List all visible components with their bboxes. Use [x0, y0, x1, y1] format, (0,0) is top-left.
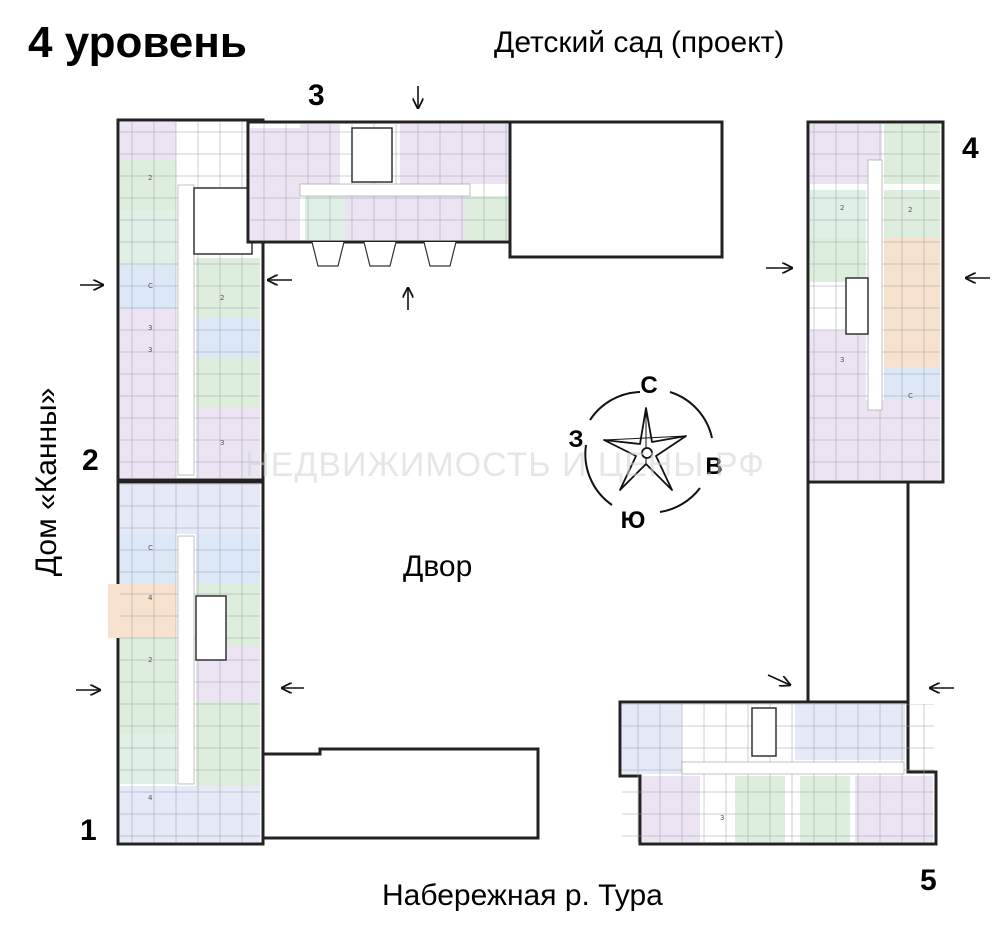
- block-left: [108, 118, 540, 846]
- unit-type-tag: С: [148, 282, 153, 290]
- section-number-4: 4: [962, 132, 979, 165]
- corridor: [177, 184, 195, 476]
- neighbor-house-label: Дом «Канны»: [30, 388, 63, 577]
- compass-south: Ю: [621, 507, 646, 534]
- watermark: НЕДВИЖИМОСТЬ И ЦЕНЫ.РФ: [245, 446, 765, 484]
- unit-type-tag: 2: [908, 206, 912, 214]
- kindergarten-label: Детский сад (проект): [494, 26, 784, 59]
- level-title: 4 уровень: [28, 18, 247, 67]
- section-number-5: 5: [920, 864, 937, 897]
- unit-type-tag: 4: [148, 794, 153, 802]
- compass-ring: [584, 444, 613, 506]
- bay-window: [423, 241, 457, 267]
- unit-type-tag: 3: [720, 814, 724, 822]
- compass-center: [641, 447, 653, 459]
- compass-north: С: [640, 372, 657, 399]
- entrance-arrows: [76, 86, 990, 690]
- unit-type-tag: 3: [148, 346, 152, 354]
- stair-core: [351, 127, 393, 183]
- embankment-label: Набережная р. Тура: [382, 879, 663, 912]
- block-right: [806, 120, 945, 704]
- unit-type-tag: 2: [148, 656, 152, 664]
- stair-core: [751, 707, 777, 757]
- section-number-3: 3: [308, 79, 325, 112]
- section-number-1: 1: [80, 814, 97, 847]
- yard-label: Двор: [403, 550, 472, 583]
- corridor: [299, 183, 471, 197]
- unit-type-tag: 3: [148, 324, 152, 332]
- compass-ring: [669, 391, 713, 439]
- unit-type-tag: 2: [220, 294, 224, 302]
- corridor: [681, 761, 905, 775]
- stair-core: [195, 595, 227, 661]
- unit-type-tag: 3: [220, 439, 224, 447]
- block-bottom-right: [618, 700, 938, 846]
- unit-type-tag: С: [148, 544, 153, 552]
- unit-type-tag: 2: [840, 204, 844, 212]
- section-number-2: 2: [82, 444, 99, 477]
- annex-empty: [508, 120, 724, 259]
- corridor: [177, 535, 195, 785]
- unit-type-tag: С: [908, 392, 913, 400]
- stair-core: [845, 277, 869, 335]
- block-top: [246, 120, 724, 267]
- bay-window: [363, 241, 397, 267]
- unit-type-tag: 4: [148, 594, 153, 602]
- bay-window: [311, 241, 345, 267]
- compass-west: З: [568, 426, 583, 453]
- compass-ring: [659, 487, 701, 513]
- stair-core: [193, 187, 253, 255]
- unit-type-tag: 3: [840, 356, 844, 364]
- entrance-arrow-icon: [767, 674, 790, 685]
- compass: С З В Ю: [568, 372, 722, 534]
- corridor: [867, 159, 883, 411]
- unit-type-tag: 2: [148, 174, 152, 182]
- annex-empty: [261, 747, 540, 840]
- annex-empty: [806, 480, 910, 704]
- compass-east: В: [705, 453, 722, 480]
- compass-ring: [589, 391, 641, 421]
